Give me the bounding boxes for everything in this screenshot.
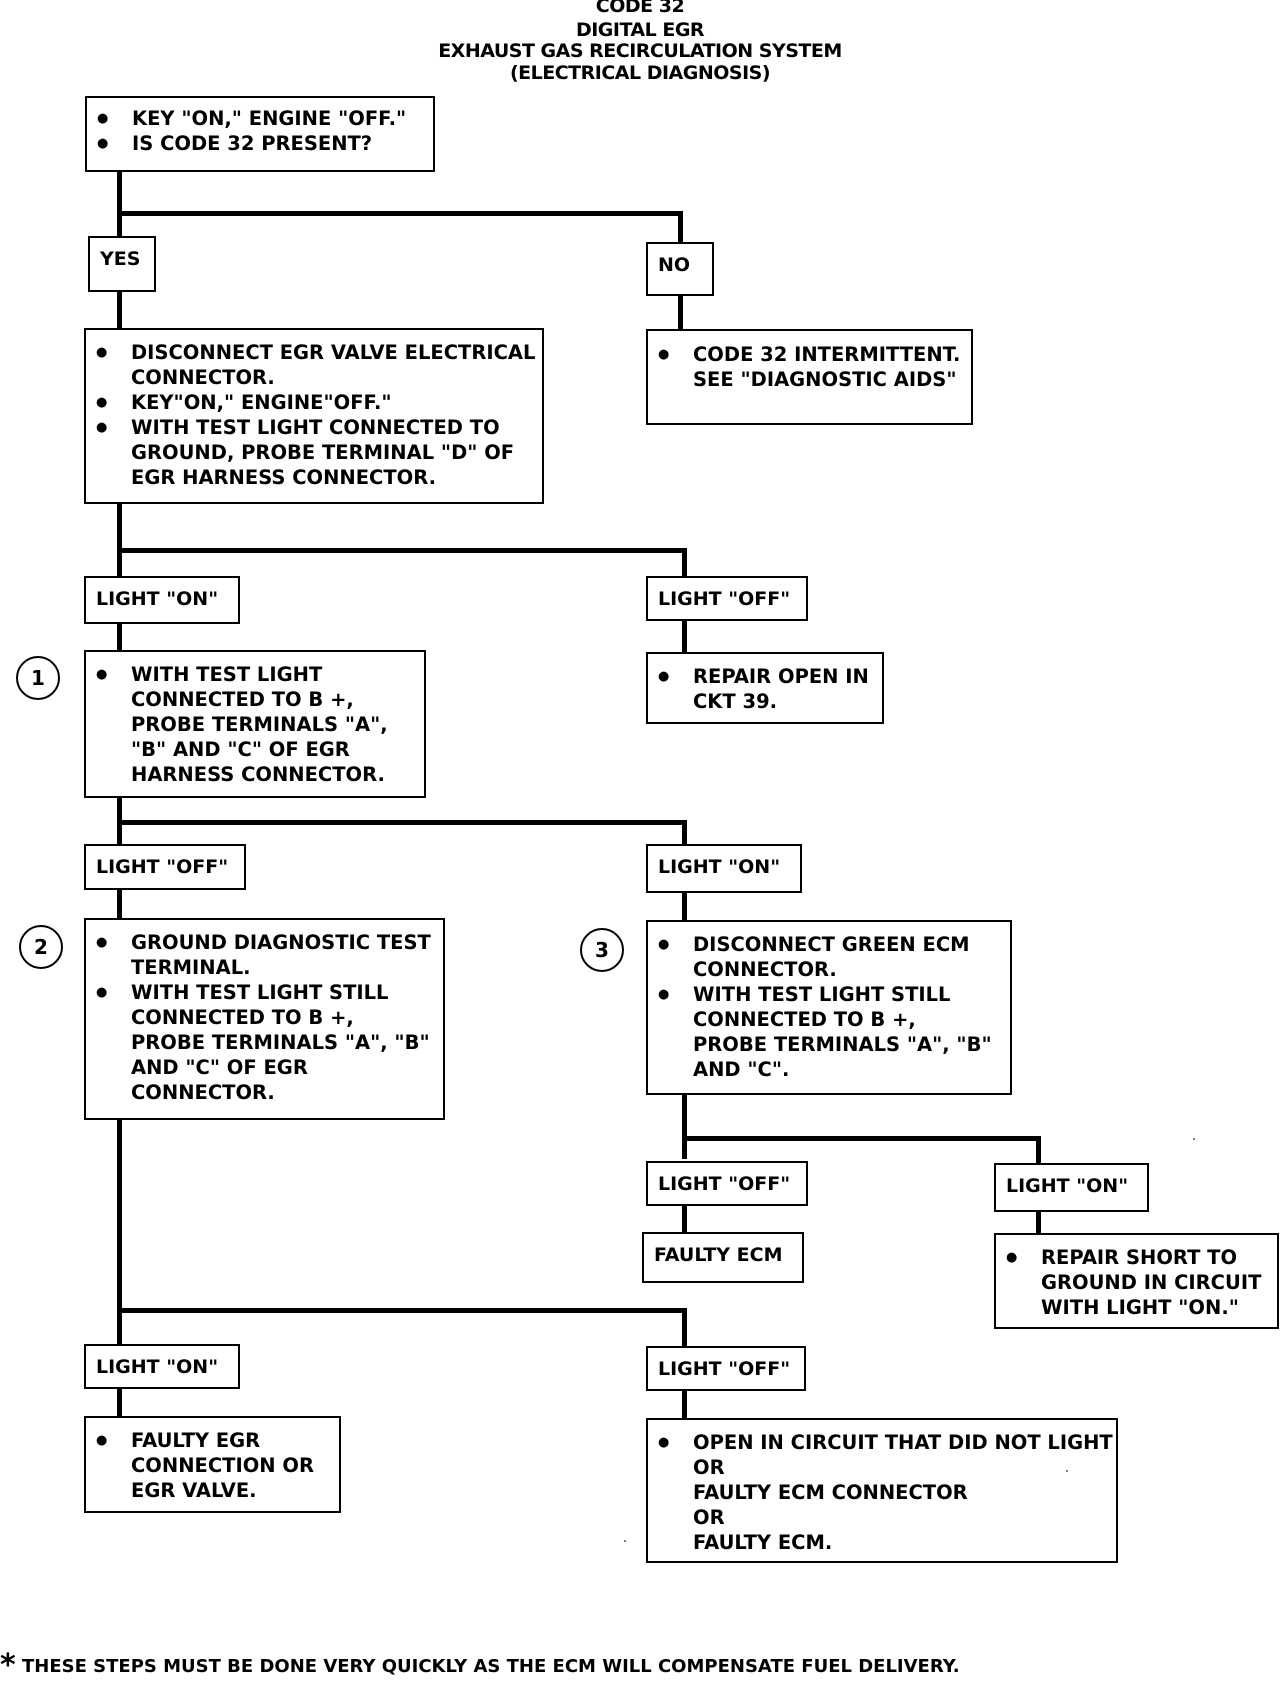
connector-line — [682, 1093, 687, 1159]
disconnect-step-1: DISCONNECT EGR VALVE ELECTRICALCONNECTOR… — [86, 340, 542, 390]
open-circuit-box: OPEN IN CIRCUIT THAT DID NOT LIGHTORFAUL… — [646, 1418, 1118, 1563]
start-line-2: IS CODE 32 PRESENT? — [87, 131, 433, 156]
disconnect-egr-box: DISCONNECT EGR VALVE ELECTRICALCONNECTOR… — [84, 328, 544, 504]
faulty-ecm-box: FAULTY ECM — [642, 1232, 804, 1283]
light-off-label: LIGHT "OFF" — [646, 1161, 808, 1206]
connector-line — [117, 1118, 122, 1346]
no-label: NO — [646, 242, 714, 296]
connector-line — [117, 1386, 122, 1418]
footnote-asterisk: * — [0, 1648, 16, 1683]
connector-line — [682, 548, 687, 578]
connector-line — [678, 294, 683, 330]
start-check-box: KEY "ON," ENGINE "OFF." IS CODE 32 PRESE… — [85, 96, 435, 172]
scan-speck — [1193, 1138, 1195, 1140]
connector-line — [682, 1204, 687, 1234]
connector-line — [682, 619, 687, 654]
code-intermittent-box: CODE 32 INTERMITTENT.SEE "DIAGNOSTIC AID… — [646, 329, 973, 425]
step-number-1: 1 — [16, 656, 60, 700]
title-electrical-diagnosis: (ELECTRICAL DIAGNOSIS) — [509, 62, 771, 84]
step-number-2: 2 — [19, 925, 63, 969]
connector-line — [117, 171, 122, 237]
footnote-text: THESE STEPS MUST BE DONE VERY QUICKLY AS… — [22, 1656, 960, 1677]
light-off-label: LIGHT "OFF" — [84, 844, 246, 890]
scan-speck — [1066, 1470, 1068, 1472]
connector-line — [1036, 1210, 1041, 1235]
connector-line — [117, 888, 122, 920]
connector-line — [1036, 1136, 1041, 1165]
connector-line — [682, 1308, 687, 1348]
scan-speck — [624, 1540, 626, 1542]
title-digital-egr: DIGITAL EGR — [575, 19, 705, 41]
light-on-label: LIGHT "ON" — [84, 576, 240, 624]
connector-line — [682, 891, 687, 921]
intermittent-text: CODE 32 INTERMITTENT.SEE "DIAGNOSTIC AID… — [648, 342, 971, 392]
connector-line — [682, 1136, 1041, 1141]
connector-line — [117, 502, 122, 576]
connector-line — [117, 622, 122, 652]
connector-line — [682, 1388, 687, 1420]
connector-line — [117, 290, 122, 330]
disconnect-step-2: KEY"ON," ENGINE"OFF." — [86, 390, 542, 415]
light-on-label: LIGHT "ON" — [994, 1163, 1149, 1212]
title-code: CODE 32 — [595, 0, 685, 17]
start-line-1: KEY "ON," ENGINE "OFF." — [87, 106, 433, 131]
step-number-3: 3 — [580, 928, 624, 972]
connector-line — [117, 1308, 687, 1313]
connector-line — [678, 211, 683, 243]
light-off-label: LIGHT "OFF" — [646, 1346, 806, 1391]
open-circuit-text: OPEN IN CIRCUIT THAT DID NOT LIGHTORFAUL… — [648, 1430, 1116, 1555]
light-on-label: LIGHT "ON" — [84, 1344, 240, 1389]
light-on-label: LIGHT "ON" — [646, 844, 802, 893]
connector-line — [117, 820, 687, 825]
yes-label: YES — [88, 236, 156, 292]
connector-line — [117, 211, 683, 216]
light-off-label: LIGHT "OFF" — [646, 576, 808, 621]
connector-line — [117, 548, 687, 553]
connector-line — [682, 820, 687, 845]
title-system: EXHAUST GAS RECIRCULATION SYSTEM — [438, 40, 842, 62]
